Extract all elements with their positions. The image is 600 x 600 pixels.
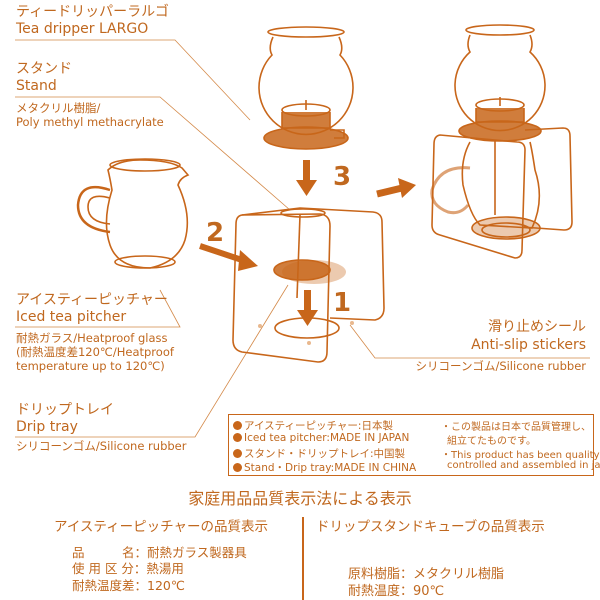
step-2-label: 2	[206, 218, 225, 248]
origin-note: ・This product has been quality	[441, 450, 600, 461]
tray-material: シリコーンゴム/Silicone rubber	[16, 439, 187, 453]
quality-title: 家庭用品品質表示法による表示	[188, 489, 412, 508]
tea-dripper-illustration	[258, 26, 354, 150]
origin-row-text: アイスティーピッチャー:日本製	[244, 420, 393, 432]
origin-row-text: Iced tea pitcher:MADE IN JAPAN	[244, 432, 410, 444]
origin-note: ・この製品は日本で品質管理し、	[441, 422, 591, 433]
stand-quality-heading: ドリップスタンドキューブの品質表示	[316, 519, 545, 535]
pitcher-material-3: temperature up to 120℃)	[16, 359, 165, 373]
arrow-2	[199, 243, 258, 271]
stand-quality-item: 耐熱温度：90℃	[348, 584, 445, 599]
bullet-icon	[233, 449, 242, 458]
dripper-label-en: Tea dripper LARGO	[16, 21, 149, 37]
pitcher-material-1: 耐熱ガラス/Heatproof glass	[16, 331, 168, 345]
bullet-icon	[233, 421, 242, 430]
origin-row-text: スタンド・ドリップトレイ:中国製	[244, 448, 406, 460]
origin-row: スタンド・ドリップトレイ:中国製	[233, 446, 405, 461]
tray-label-en: Drip tray	[16, 419, 78, 435]
bullet-icon	[233, 433, 242, 442]
bullet-icon	[233, 463, 242, 472]
step-1-label: 1	[333, 288, 352, 318]
pitcher-quality-item: 使 用 区 分：熱湯用	[72, 561, 184, 576]
step-3-label: 3	[333, 162, 352, 192]
pitcher-label-jp: アイスティーピッチャー	[16, 292, 168, 308]
pitcher-quality-heading: アイスティーピッチャーの品質表示	[54, 519, 268, 535]
arrow-3	[296, 160, 317, 196]
pitcher-quality-item: 品 名：耐熱ガラス製器具	[72, 545, 247, 560]
dripper-label-jp: ティードリッパーラルゴ	[16, 4, 169, 20]
stand-material-en: Poly methyl methacrylate	[16, 115, 164, 129]
antislip-label-jp: 滑り止めシール	[488, 319, 586, 335]
stand-quality-item: 原料樹脂：メタクリル樹脂	[348, 567, 505, 582]
antislip-material: シリコーンゴム/Silicone rubber	[415, 359, 586, 373]
origin-row: Stand・Drip tray:MADE IN CHINA	[233, 460, 416, 475]
stand-cube-illustration	[232, 207, 385, 363]
tray-label-jp: ドリップトレイ	[16, 402, 114, 418]
leader-lines	[15, 39, 590, 438]
assembled-illustration	[430, 24, 573, 259]
stand-label-en: Stand	[16, 78, 57, 94]
origin-row: Iced tea pitcher:MADE IN JAPAN	[233, 432, 409, 444]
column-divider	[302, 517, 304, 600]
antislip-label-en: Anti-slip stickers	[471, 337, 586, 353]
pitcher-quality-item: 耐熱温度差：120℃	[72, 578, 185, 593]
country-of-origin-box: アイスティーピッチャー:日本製 Iced tea pitcher:MADE IN…	[228, 414, 600, 476]
iced-tea-pitcher-illustration	[76, 158, 190, 269]
stand-material-jp: メタクリル樹脂/	[16, 101, 101, 115]
arrow-assemble	[376, 178, 416, 198]
origin-note: controlled and assembled in japan.	[447, 460, 600, 471]
origin-note: 組立てたものです。	[447, 436, 536, 447]
pitcher-material-2: (耐熱温度差120℃/Heatproof	[16, 345, 174, 359]
arrow-1	[297, 290, 318, 326]
pitcher-label-en: Iced tea pitcher	[16, 309, 127, 325]
origin-row: アイスティーピッチャー:日本製	[233, 418, 393, 433]
origin-row-text: Stand・Drip tray:MADE IN CHINA	[244, 462, 417, 474]
stand-label-jp: スタンド	[16, 61, 72, 77]
